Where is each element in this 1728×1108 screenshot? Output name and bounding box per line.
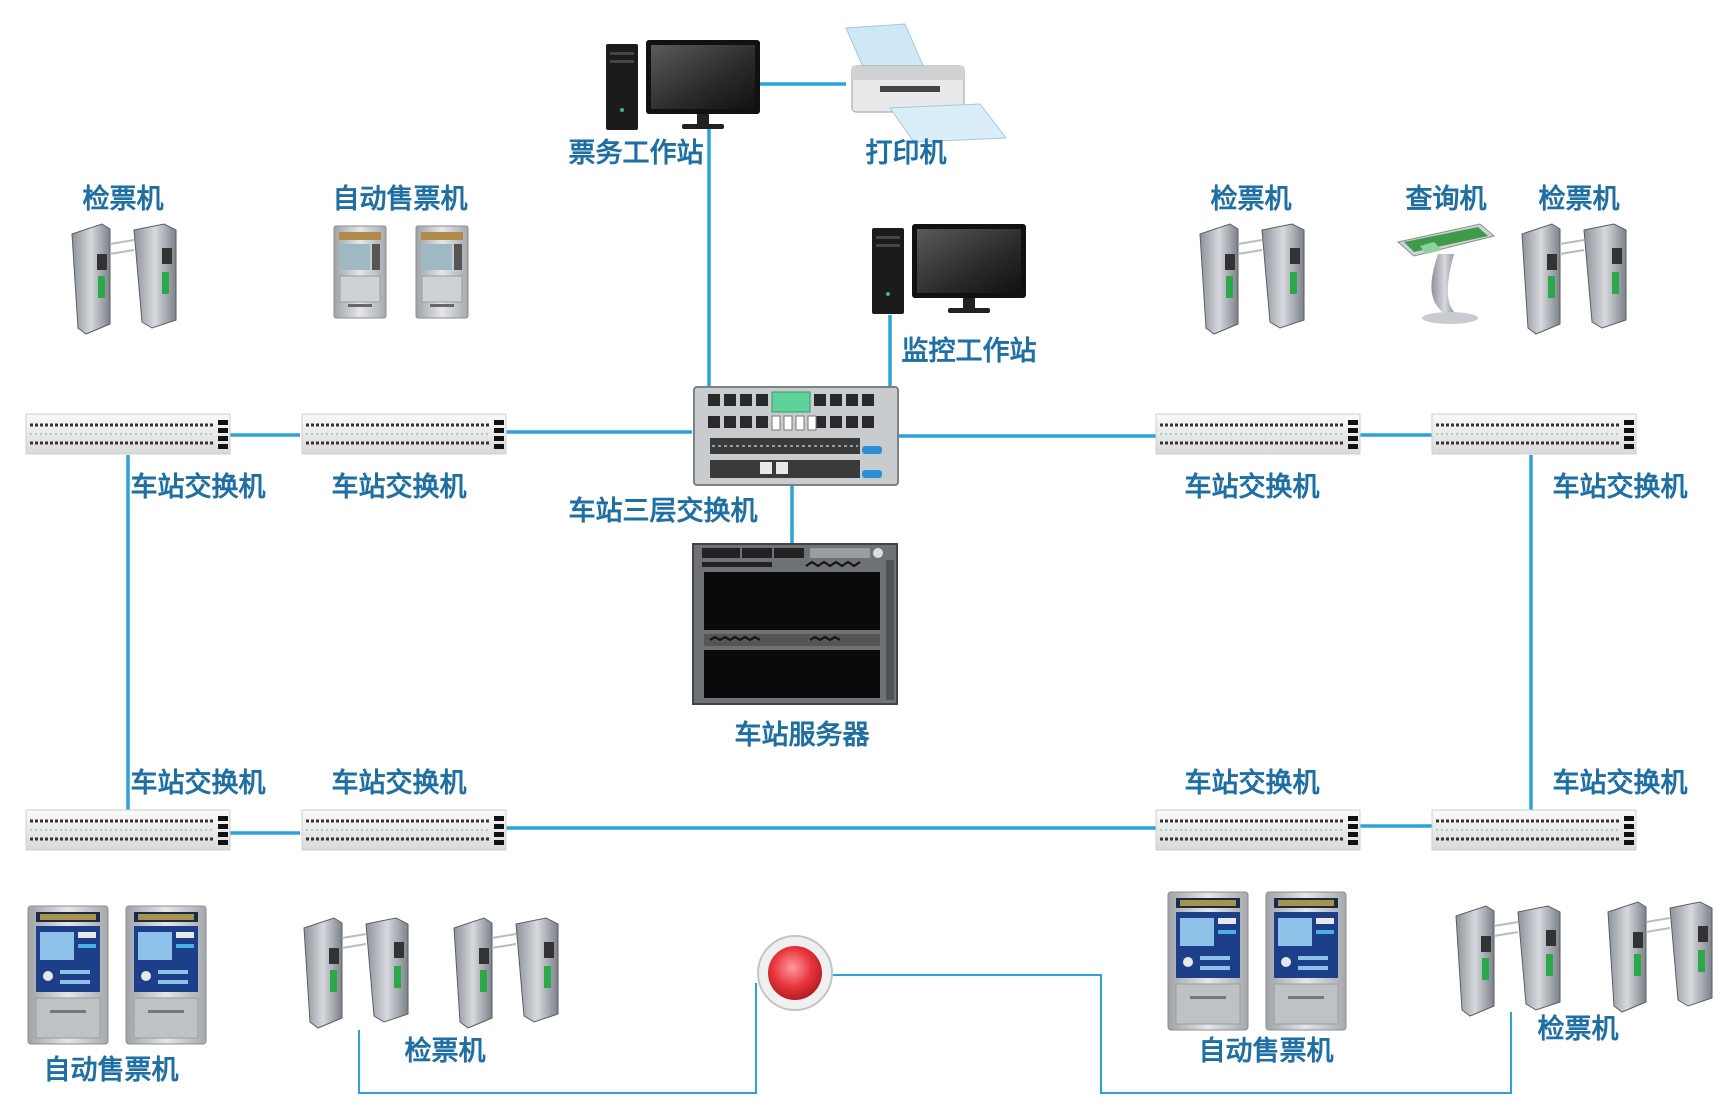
query-kiosk-icon <box>1397 223 1495 325</box>
label-switch-br2: 车站交换机 <box>1553 767 1688 799</box>
ticket-vending-machine-icon <box>27 905 109 1045</box>
label-switch-bl1: 车站交换机 <box>131 767 266 799</box>
ticket-gate-icon <box>453 917 559 1029</box>
gate-bottom-right <box>1455 901 1713 1017</box>
ticket-vending-machine-icon <box>1167 891 1249 1031</box>
monitor-workstation <box>872 224 1026 314</box>
labels: 票务工作站 打印机 监控工作站 检票机 自动售票机 检票机 查询机 检票机 车站… <box>44 138 1688 1086</box>
label-tvm-top-left: 自动售票机 <box>333 183 468 215</box>
alarm-button[interactable] <box>757 935 833 1011</box>
gate-top-right-b <box>1521 223 1627 335</box>
printer-icon <box>845 23 1007 143</box>
core-switch <box>693 386 899 486</box>
query-machine <box>1397 223 1495 325</box>
desktop-computer-icon <box>872 224 1026 314</box>
label-switch-br1: 车站交换机 <box>1185 767 1320 799</box>
desktop-computer-icon <box>606 40 760 130</box>
switch-br2 <box>1430 808 1638 852</box>
switch-tr1 <box>1154 412 1362 456</box>
alarm-button-icon[interactable] <box>768 946 822 1000</box>
network-links <box>126 82 1533 1094</box>
label-gate-bottom-left: 检票机 <box>405 1035 486 1067</box>
tvm-bottom-left <box>27 905 207 1045</box>
label-printer: 打印机 <box>866 138 947 169</box>
link-gates-alarm <box>358 983 757 1094</box>
tvm-top-left <box>333 225 469 319</box>
label-gate-bottom-right: 检票机 <box>1538 1013 1619 1045</box>
label-tvm-bottom-left: 自动售票机 <box>44 1054 179 1086</box>
printer <box>845 23 1007 143</box>
ticket-vending-machine-icon <box>125 905 207 1045</box>
ticket-gate-icon <box>303 917 409 1029</box>
switch-tl2 <box>300 412 508 456</box>
label-tvm-bottom-right: 自动售票机 <box>1199 1035 1334 1067</box>
gate-bottom-left <box>303 917 559 1029</box>
ticket-gate-icon <box>1199 223 1305 335</box>
label-gate-top-left: 检票机 <box>83 183 164 215</box>
ticket-gate-icon <box>1455 905 1561 1017</box>
label-server: 车站服务器 <box>735 719 871 751</box>
layer3-switch-icon <box>693 386 899 486</box>
label-gate-top-right-b: 检票机 <box>1539 183 1620 215</box>
gate-top-left <box>71 223 177 335</box>
label-switch-tl2: 车站交换机 <box>332 471 467 503</box>
ticket-gate-icon <box>1521 223 1627 335</box>
ticket-gate-icon <box>71 223 177 335</box>
ticket-gate-icon <box>1607 901 1713 1013</box>
ticket-vending-machine-icon <box>1265 891 1347 1031</box>
link-alarm-gates-right <box>831 974 1512 1094</box>
label-gate-top-right-a: 检票机 <box>1211 183 1292 215</box>
tvm-bottom-right <box>1167 891 1347 1031</box>
server <box>692 543 898 705</box>
ticket-vending-machine-icon <box>415 225 469 319</box>
server-rack-icon <box>692 543 898 705</box>
label-switch-bl2: 车站交换机 <box>332 767 467 799</box>
label-switch-tr2: 车站交换机 <box>1553 471 1688 503</box>
gate-top-right-a <box>1199 223 1305 335</box>
ticket-workstation <box>606 40 760 130</box>
switch-br1 <box>1154 808 1362 852</box>
switch-bl1 <box>24 808 232 852</box>
switch-bl2 <box>300 808 508 852</box>
label-switch-tr1: 车站交换机 <box>1185 471 1320 503</box>
ticket-vending-machine-icon <box>333 225 387 319</box>
label-monitor-workstation: 监控工作站 <box>902 336 1037 367</box>
label-query-machine: 查询机 <box>1406 184 1487 215</box>
switch-tr2 <box>1430 412 1638 456</box>
label-switch-tl1: 车站交换机 <box>131 471 266 503</box>
label-core-switch: 车站三层交换机 <box>569 495 758 527</box>
label-ticket-workstation: 票务工作站 <box>569 138 704 169</box>
switch-tl1 <box>24 412 232 456</box>
